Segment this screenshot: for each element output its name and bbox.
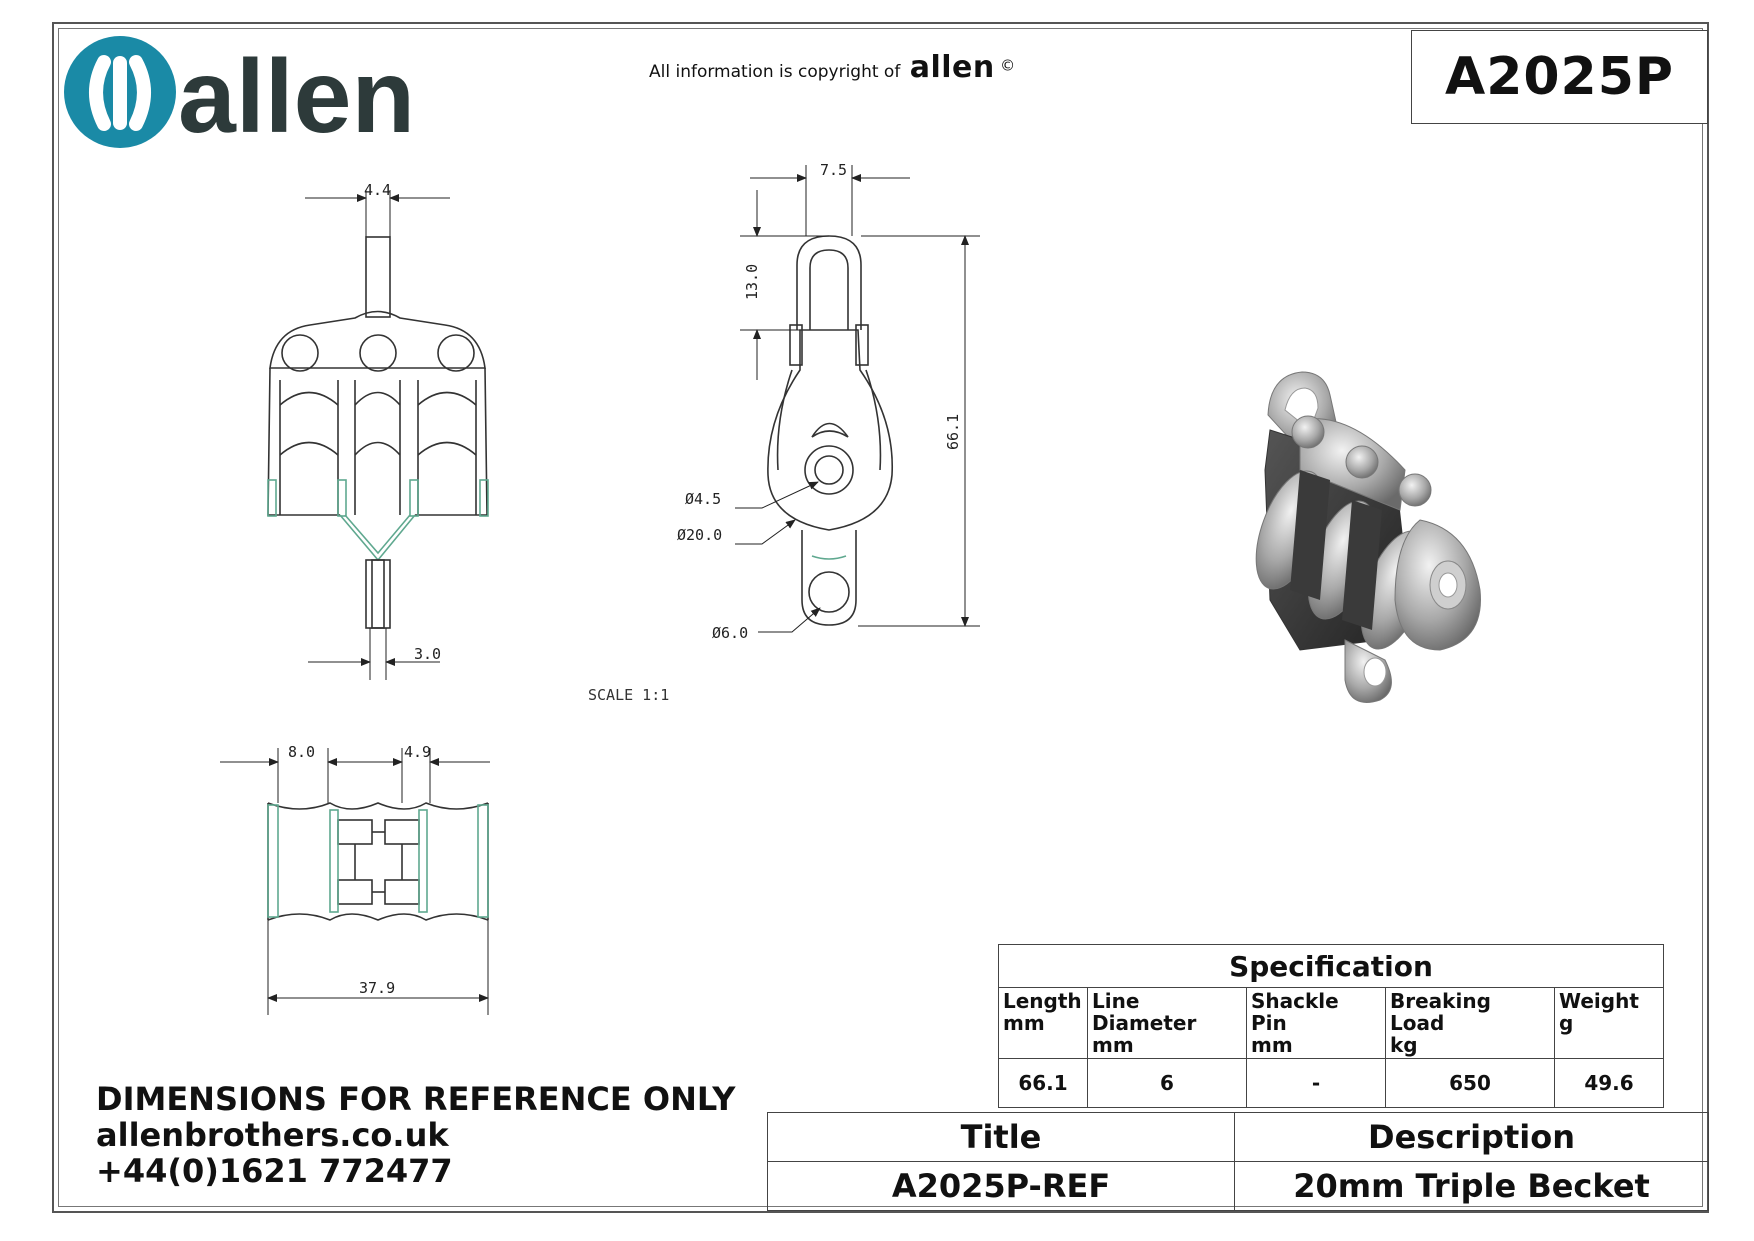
dim-shackle-height: 13.0 [743, 264, 761, 300]
specification-title: Specification [998, 944, 1664, 988]
spec-value-weight: 49.6 [1554, 1058, 1664, 1108]
dim-total-height: 66.1 [944, 414, 962, 450]
spec-value-shackle-pin: - [1246, 1058, 1386, 1108]
spec-header-shackle-pin: Shackle Pin mm [1246, 987, 1386, 1059]
side-dimensions [735, 165, 980, 633]
dim-becket-hole: Ø6.0 [712, 624, 748, 642]
bottom-dimensions [220, 748, 490, 1015]
dim-bottom-side-width: 4.9 [404, 743, 431, 761]
dim-side-top-width: 7.5 [820, 161, 847, 179]
spec-header-line-diameter: Line Diameter mm [1087, 987, 1247, 1059]
side-view [767, 235, 894, 626]
dim-bottom-sheave-width: 8.0 [288, 743, 315, 761]
allen-logo: allen [64, 36, 415, 155]
website-link[interactable]: allenbrothers.co.uk [96, 1116, 449, 1154]
front-dimensions [305, 190, 450, 680]
dim-hole-small: Ø4.5 [685, 490, 721, 508]
copyright-symbol: © [1000, 56, 1016, 75]
spec-value-breaking-load: 650 [1385, 1058, 1555, 1108]
reference-disclaimer: DIMENSIONS FOR REFERENCE ONLY [96, 1080, 736, 1118]
dim-front-top-width: 4.4 [364, 181, 391, 199]
part-number: A2025P [1444, 47, 1675, 107]
copyright-notice: All information is copyright of allen © [649, 50, 1015, 85]
copyright-text: All information is copyright of [649, 62, 901, 82]
title-value: A2025P-REF [767, 1161, 1235, 1211]
scale-label: SCALE 1:1 [588, 686, 670, 704]
description-label: Description [1234, 1112, 1709, 1162]
spec-header-breaking-load: Breaking Load kg [1385, 987, 1555, 1059]
dim-front-bottom-width: 3.0 [414, 645, 441, 663]
front-view [267, 236, 489, 629]
specification-table: Specification Length mm Line Diameter mm… [998, 944, 1664, 1108]
title-label: Title [767, 1112, 1235, 1162]
title-block: Title Description A2025P-REF 20mm Triple… [767, 1112, 1709, 1211]
spec-header-weight: Weight g [1554, 987, 1664, 1059]
description-value: 20mm Triple Becket [1234, 1161, 1709, 1211]
spec-header-length: Length mm [998, 987, 1088, 1059]
bottom-view [267, 802, 489, 921]
phone-number: +44(0)1621 772477 [96, 1152, 453, 1190]
block-3d-render [1255, 371, 1481, 703]
part-number-box: A2025P [1411, 30, 1708, 124]
spec-value-line-diameter: 6 [1087, 1058, 1247, 1108]
dim-sheave: Ø20.0 [677, 526, 722, 544]
spec-value-length: 66.1 [998, 1058, 1088, 1108]
copyright-brand: allen [909, 50, 995, 85]
logo-wordmark: allen [178, 39, 415, 155]
drawing-border-outer [52, 22, 1709, 1213]
dim-bottom-total-width: 37.9 [359, 979, 395, 997]
